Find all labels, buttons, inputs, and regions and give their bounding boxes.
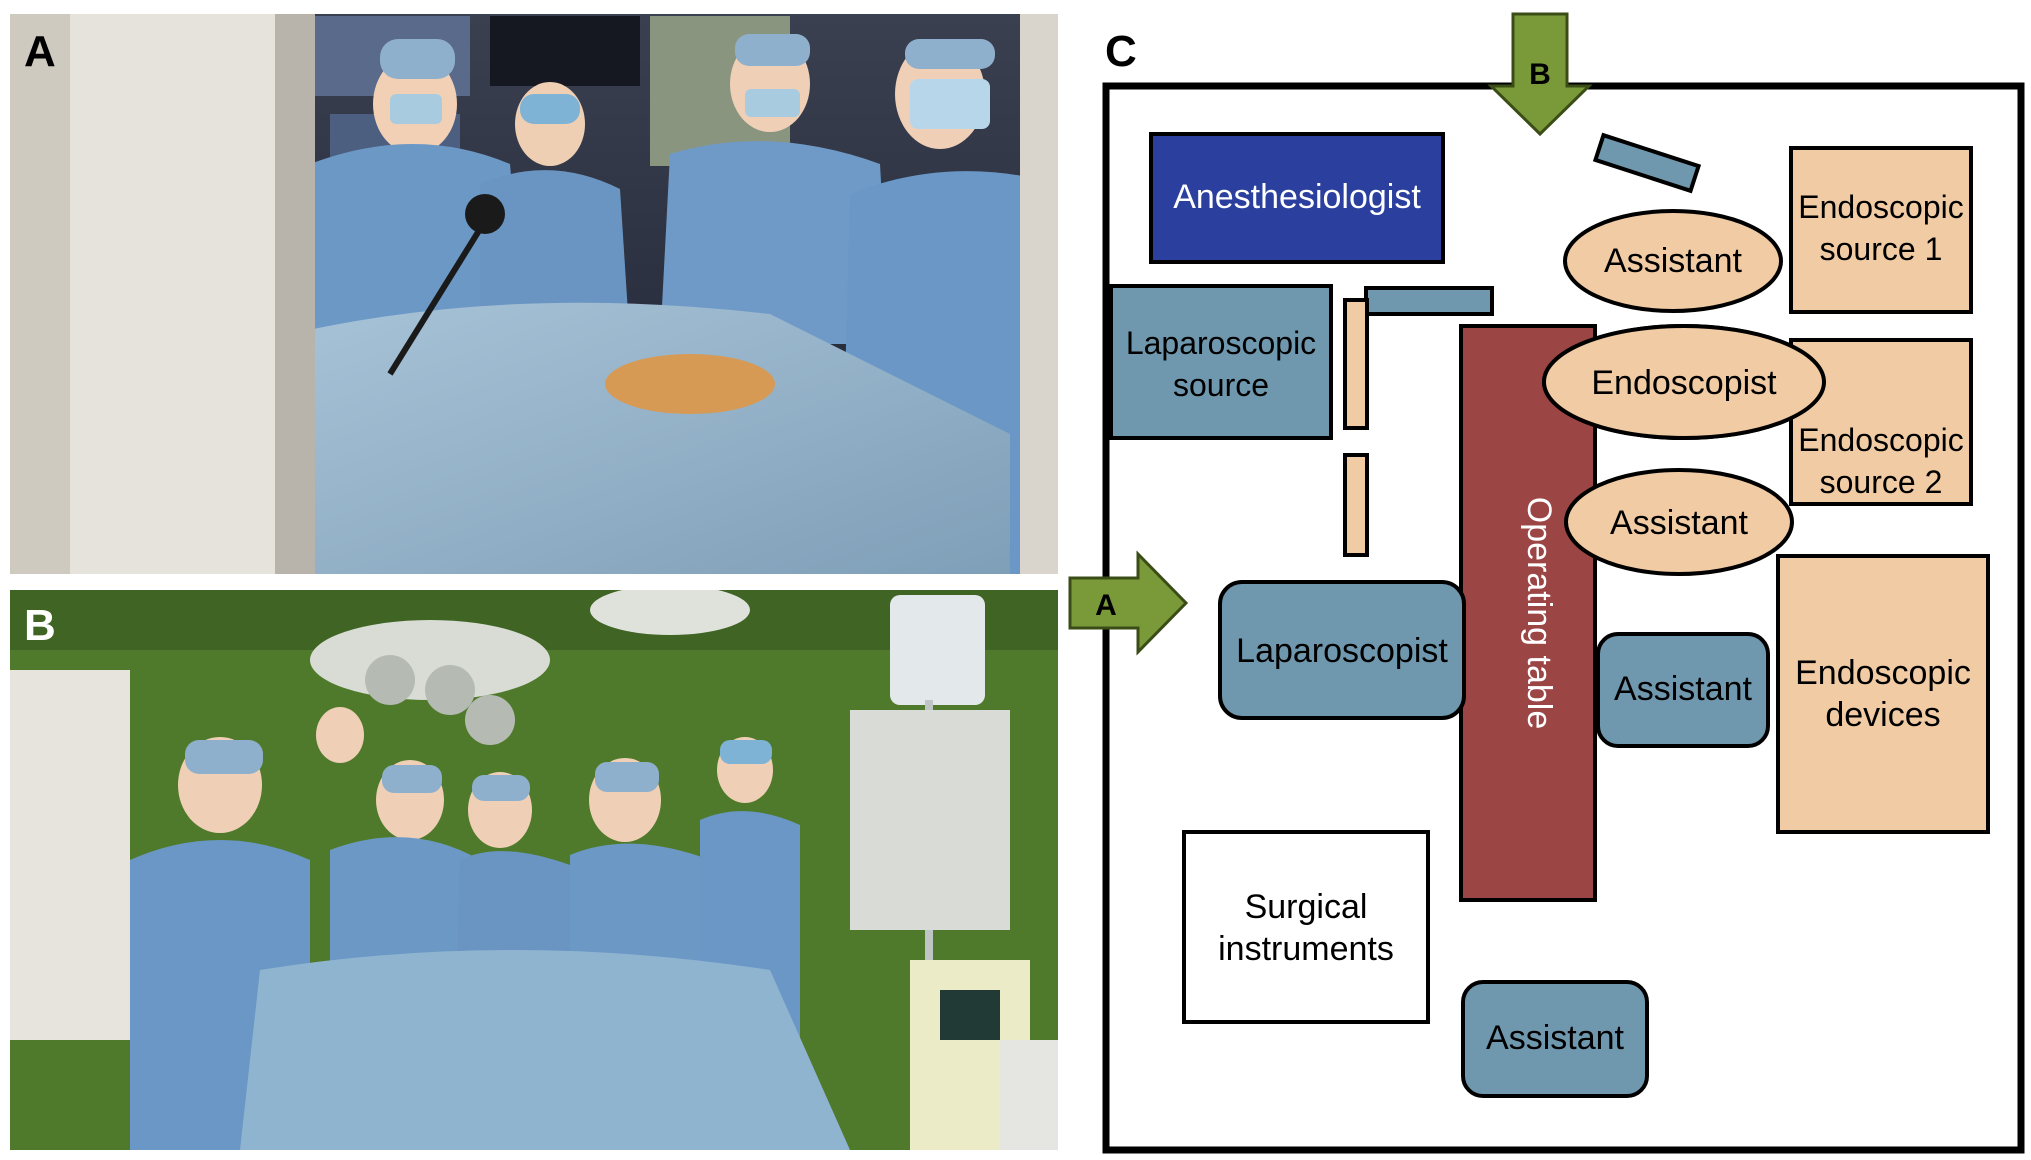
- operating-table-label: Operating table: [1520, 497, 1558, 730]
- monitor-bar-top: [1592, 132, 1702, 194]
- endoscopic-devices-line1: Endoscopic: [1795, 654, 1971, 692]
- monitor-bar-horizontal: [1364, 286, 1494, 316]
- assistant-mid-ellipse: Assistant: [1564, 468, 1794, 576]
- surgical-instruments-line1: Surgical: [1245, 888, 1368, 926]
- assistant-top-ellipse: Assistant: [1563, 209, 1783, 313]
- laparoscopist-box: Laparoscopist: [1218, 580, 1466, 720]
- surgical-instruments-box: Surgical instruments: [1182, 830, 1430, 1024]
- photo-a-illustration: [10, 14, 1058, 574]
- endoscopist-label-overlay: Endoscopist: [1591, 364, 1777, 402]
- photo-b-illustration: [10, 590, 1058, 1150]
- tray-bar-lower: [1343, 453, 1369, 557]
- panel-label-a: A: [24, 27, 56, 76]
- assistant-right-box: Assistant: [1596, 632, 1770, 748]
- endoscopic-source-2-line1: Endoscopic: [1798, 422, 1963, 458]
- assistant-bottom-label: Assistant: [1486, 1019, 1624, 1057]
- laparoscopic-source-box: Laparoscopic source: [1109, 284, 1333, 440]
- surgical-instruments-line2: instruments: [1218, 930, 1394, 968]
- view-arrow-b: B: [1487, 12, 1593, 137]
- anesthesiologist-label: Anesthesiologist: [1173, 178, 1421, 216]
- arrow-b-label: B: [1529, 58, 1551, 91]
- endoscopic-source-2-line2: source 2: [1820, 464, 1943, 500]
- panel-label-b: B: [24, 601, 56, 650]
- laparoscopic-source-label-line2: source: [1173, 367, 1269, 403]
- endoscopic-devices-box: Endoscopic devices: [1776, 554, 1990, 834]
- assistant-right-label: Assistant: [1614, 670, 1752, 708]
- view-arrow-a: A: [1068, 550, 1189, 656]
- operating-table: Operating table: [1459, 324, 1597, 902]
- arrow-a-label: A: [1095, 589, 1117, 622]
- photo-panel-b: [10, 590, 1058, 1150]
- endoscopic-source-1-line1: Endoscopic: [1798, 189, 1963, 225]
- assistant-mid-label: Assistant: [1610, 504, 1748, 542]
- tray-bar-upper: [1343, 298, 1369, 430]
- assistant-bottom-box: Assistant: [1461, 980, 1649, 1098]
- photo-panel-a: [10, 14, 1058, 574]
- laparoscopist-label: Laparoscopist: [1236, 632, 1448, 670]
- laparoscopic-source-label-line1: Laparoscopic: [1126, 325, 1316, 361]
- endoscopist-ellipse-overlay: [1542, 324, 1826, 440]
- endoscopic-source-1-box: Endoscopic source 1: [1789, 146, 1973, 314]
- endoscopic-devices-line2: devices: [1825, 696, 1940, 734]
- endoscopic-source-1-line2: source 1: [1820, 231, 1943, 267]
- endoscopic-source-2-box: Endoscopic source 2: [1789, 338, 1973, 506]
- assistant-top-label: Assistant: [1604, 242, 1742, 280]
- panel-label-c: C: [1105, 27, 1137, 76]
- anesthesiologist-box: Anesthesiologist: [1149, 132, 1445, 264]
